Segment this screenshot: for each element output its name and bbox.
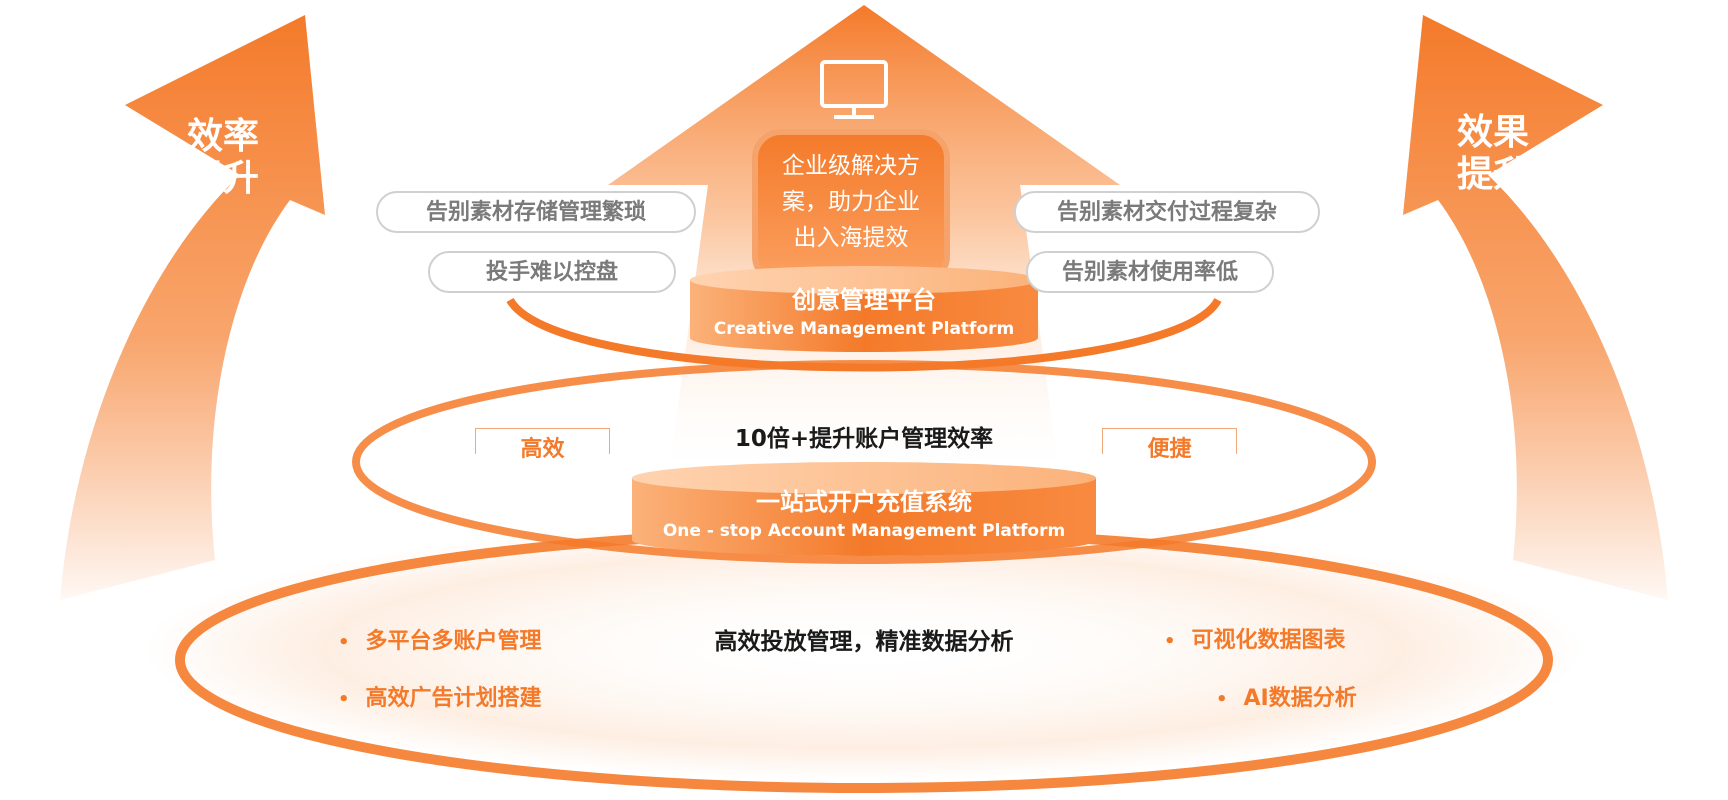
monitor-icon [820,60,888,119]
left-curved-arrow [60,15,325,600]
feature-visual-charts: • 可视化数据图表 [1164,622,1346,654]
tag-convenient: 便捷 [1102,428,1237,472]
feature-multi-platform: • 多平台多账户管理 [338,623,542,655]
solution-line-3: 出入海提效 [793,225,909,251]
tag-efficient: 高效 [475,428,610,472]
pill-usage-rate: 告别素材使用率低 [1026,251,1274,293]
effect-title: 效果 提升 [1438,112,1548,196]
solution-line-2: 案，助力企业 [782,189,920,215]
right-curved-arrow [1403,15,1668,600]
account-platform-label: 一站式开户充值系统 One - stop Account Management … [632,486,1096,544]
bullet-dot: • [1216,689,1228,710]
creative-platform-zh: 创意管理平台 [792,286,936,314]
account-platform-disk [632,462,1096,556]
feature-visual-charts-label: 可视化数据图表 [1191,628,1346,653]
solution-text: 企业级解决方 案，助力企业 出入海提效 [765,148,937,256]
efficiency-title-line-2: 提升 [186,158,259,199]
feature-multi-platform-label: 多平台多账户管理 [365,629,542,654]
bullet-dot: • [1164,631,1176,652]
pill-storage-management: 告别素材存储管理繁琐 [376,191,696,233]
feature-ai-analysis-label: AI数据分析 [1243,686,1357,711]
effect-title-line-1: 效果 [1456,112,1529,153]
account-platform-zh: 一站式开户充值系统 [756,488,972,516]
bullet-dot: • [338,689,350,710]
creative-platform-label: 创意管理平台 Creative Management Platform [690,284,1038,342]
feature-ad-plan-label: 高效广告计划搭建 [365,686,542,711]
creative-platform-disk [690,266,1038,352]
solution-line-1: 企业级解决方 [782,153,920,179]
middle-caption: 10倍+提升账户管理效率 [734,426,994,452]
pill-delivery-process: 告别素材交付过程复杂 [1014,191,1320,233]
bullet-dot: • [338,632,350,653]
feature-ad-plan: • 高效广告计划搭建 [338,680,542,712]
creative-platform-en: Creative Management Platform [713,319,1015,339]
tag-efficient-label: 高效 [520,437,565,462]
pill-campaign-control: 投手难以控盘 [428,251,676,293]
effect-title-line-2: 提升 [1456,154,1529,195]
top-ring [506,297,1222,372]
account-platform-en: One - stop Account Management Platform [662,521,1066,541]
efficiency-title: 效率 提升 [168,116,278,200]
tag-convenient-label: 便捷 [1147,437,1192,462]
bottom-caption: 高效投放管理，精准数据分析 [714,629,1014,655]
feature-ai-analysis: • AI数据分析 [1216,680,1357,712]
efficiency-title-line-1: 效率 [186,116,259,157]
background-glow [144,520,1584,780]
